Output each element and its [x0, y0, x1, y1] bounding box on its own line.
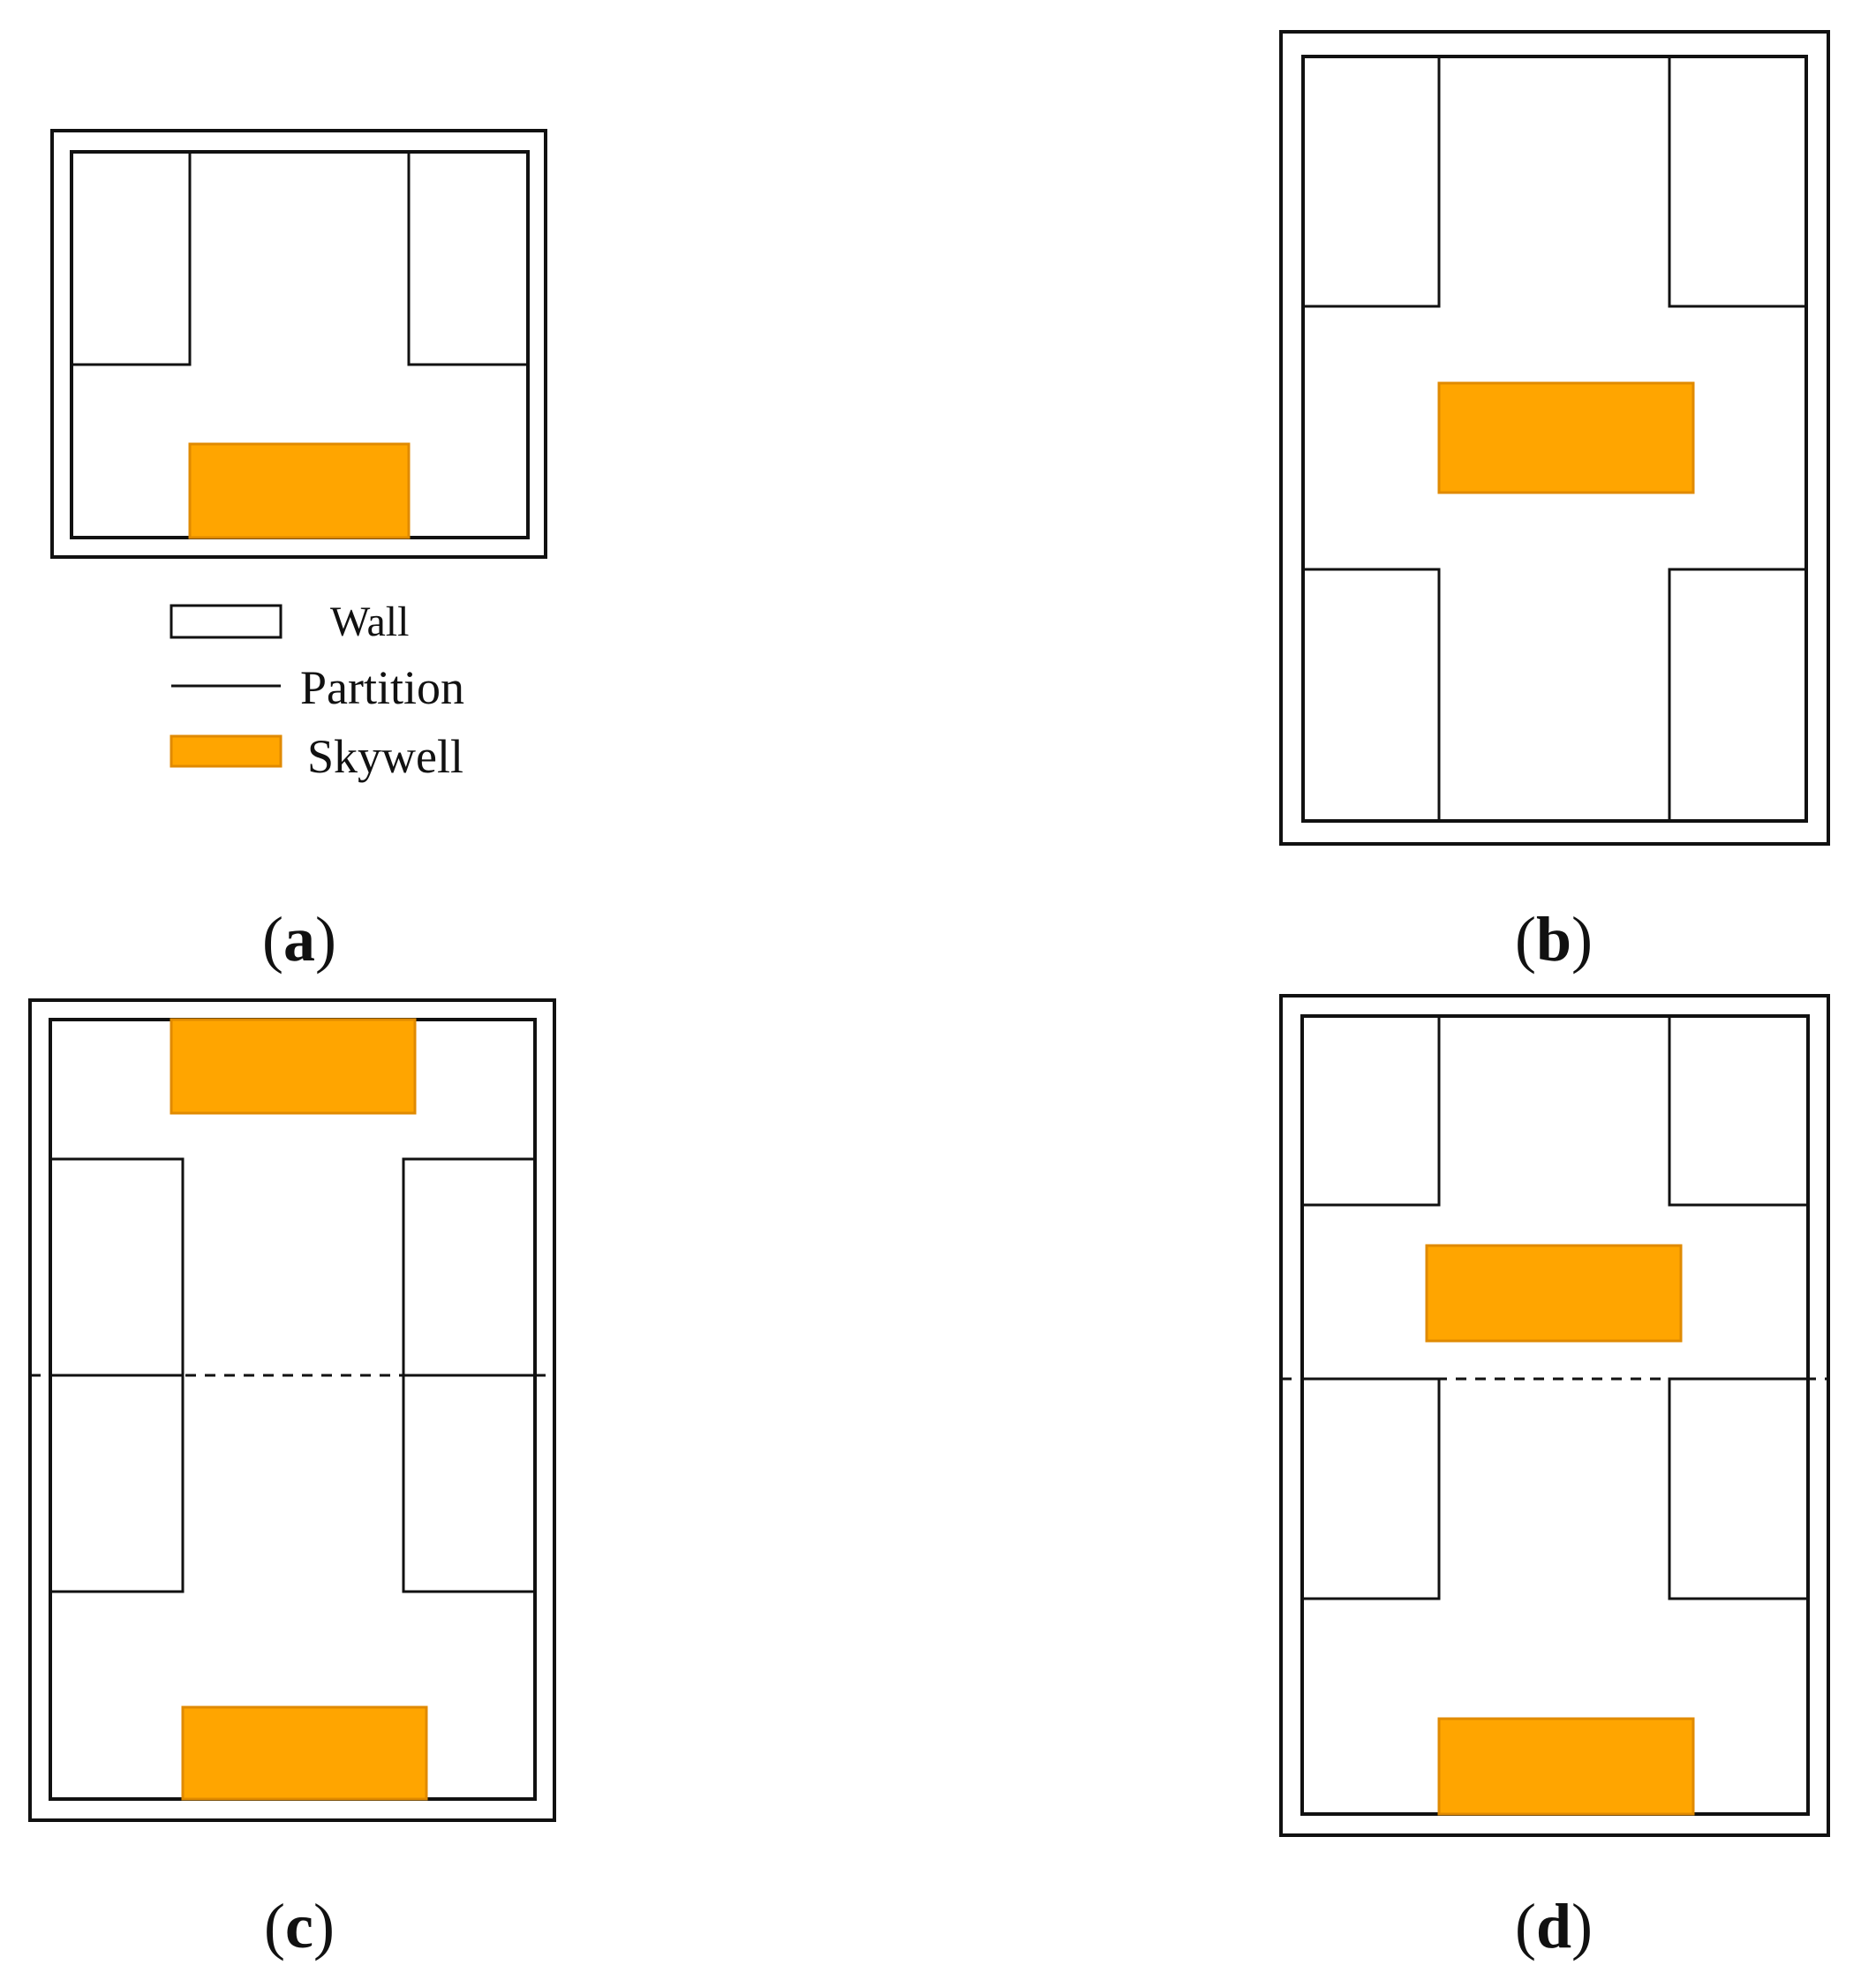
panel-d-plan — [1279, 994, 1830, 1837]
panel-d-outer-wall — [1279, 994, 1830, 1837]
panel-b-room-top-right — [1668, 56, 1806, 308]
panel-c-outer-wall — [28, 998, 556, 1822]
panel-c-plan — [28, 998, 556, 1822]
panel-b-outer-wall — [1279, 30, 1830, 846]
legend-wall-label: Wall — [330, 599, 409, 645]
panel-a-skywell — [188, 442, 411, 539]
panel-b-inner-wall — [1301, 55, 1808, 823]
panel-b-room-top-left — [1303, 56, 1441, 308]
panel-d-skywell-middle — [1425, 1244, 1683, 1343]
panel-a-outer-wall — [50, 129, 547, 559]
legend-skywell-swatch — [170, 734, 283, 768]
panel-a-plan — [50, 129, 547, 559]
panel-a-room-left — [72, 152, 192, 366]
panel-d-skywell-bottom — [1437, 1717, 1695, 1816]
panel-c-skywell-top — [170, 1018, 417, 1115]
panel-b-room-bottom-left — [1303, 568, 1441, 821]
panel-b-plan — [1279, 30, 1830, 846]
panel-d-label: (d) — [1515, 1891, 1593, 1961]
panel-b-room-bottom-right — [1668, 568, 1806, 821]
panel-a-label: (a) — [262, 904, 336, 975]
legend: Wall Partition Skywell — [170, 599, 464, 783]
panel-d-inner-wall — [1300, 1014, 1810, 1816]
panel-c-inner-wall — [49, 1018, 537, 1801]
legend-partition-label: Partition — [300, 661, 464, 714]
panel-b-skywell — [1437, 381, 1695, 494]
panel-d-room-top-left — [1302, 1016, 1441, 1207]
legend-skywell-label: Skywell — [307, 730, 463, 783]
legend-wall-swatch — [170, 604, 283, 639]
panel-c-label: (c) — [264, 1891, 335, 1961]
panel-d-room-top-right — [1668, 1016, 1808, 1207]
panel-d-room-bottom-right — [1668, 1377, 1808, 1600]
panel-c-skywell-bottom — [181, 1705, 428, 1801]
panel-a-room-right — [407, 152, 528, 366]
panel-b-label: (b) — [1515, 904, 1593, 975]
panel-d-room-bottom-left — [1302, 1377, 1441, 1600]
